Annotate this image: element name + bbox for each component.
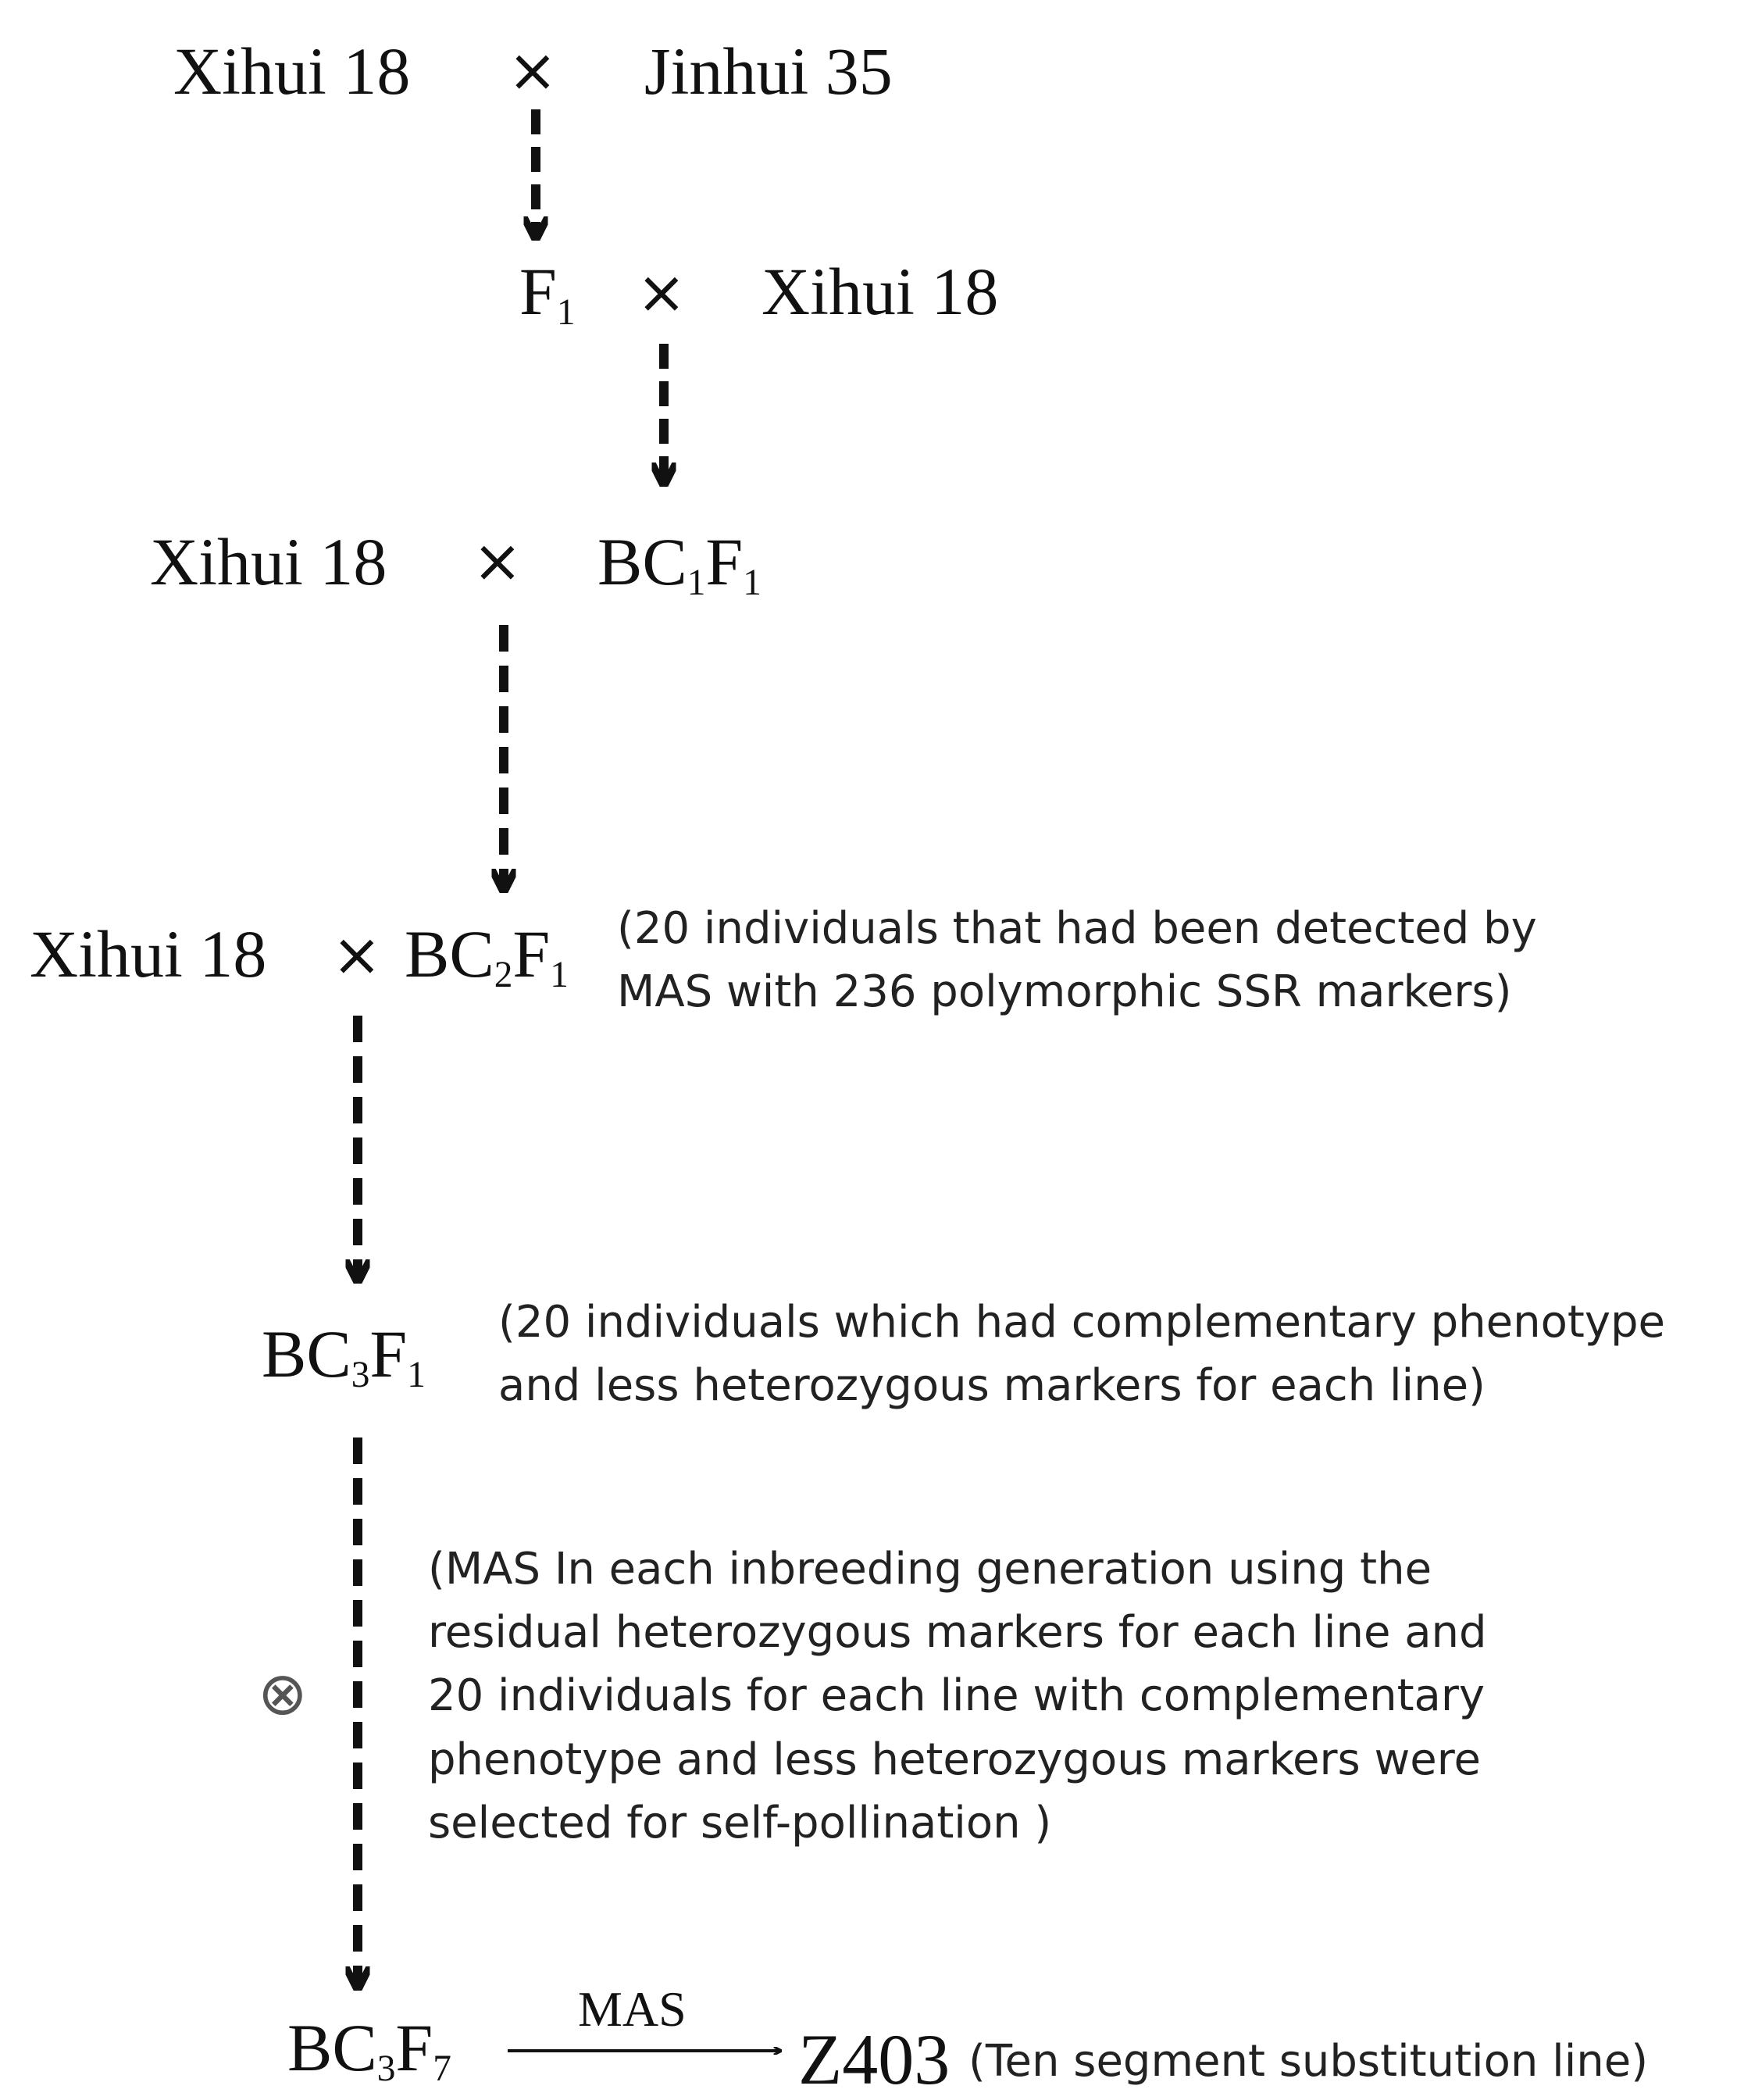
cross-symbol-row2: × bbox=[637, 257, 687, 327]
bc3f1-label: BC3F1 bbox=[262, 1316, 426, 1396]
cross-symbol-row3: × bbox=[473, 526, 523, 595]
cross-symbol-row4: × bbox=[332, 920, 382, 989]
bc2f1-label: BC2F1 bbox=[405, 916, 569, 996]
z403-note: (Ten segment substitution line) bbox=[968, 2036, 1649, 2087]
f1-label: F1 bbox=[519, 254, 576, 334]
selfing-note: (MAS In each inbreeding generation using… bbox=[428, 1544, 1487, 1848]
parent-xihui18-row2: Xihui 18 bbox=[762, 254, 999, 329]
bc2f1-note: (20 individuals that had been detected b… bbox=[617, 903, 1537, 1018]
parent-xihui18-row1: Xihui 18 bbox=[173, 34, 411, 109]
bc1f1-label: BC1F1 bbox=[597, 524, 762, 604]
bc3f1-note: (20 individuals which had complementary … bbox=[498, 1297, 1665, 1412]
parent-jinhui35: Jinhui 35 bbox=[644, 34, 893, 109]
bc3f7-label: BC3F7 bbox=[287, 2010, 451, 2090]
z403-label: Z403 bbox=[798, 2020, 951, 2099]
self-pollination-icon: ⊗ bbox=[258, 1659, 308, 1728]
cross-symbol-row1: × bbox=[508, 35, 558, 105]
mas-arrow-label: MAS bbox=[578, 1981, 687, 2037]
parent-xihui18-row4: Xihui 18 bbox=[30, 916, 267, 991]
parent-xihui18-row3: Xihui 18 bbox=[150, 524, 387, 599]
